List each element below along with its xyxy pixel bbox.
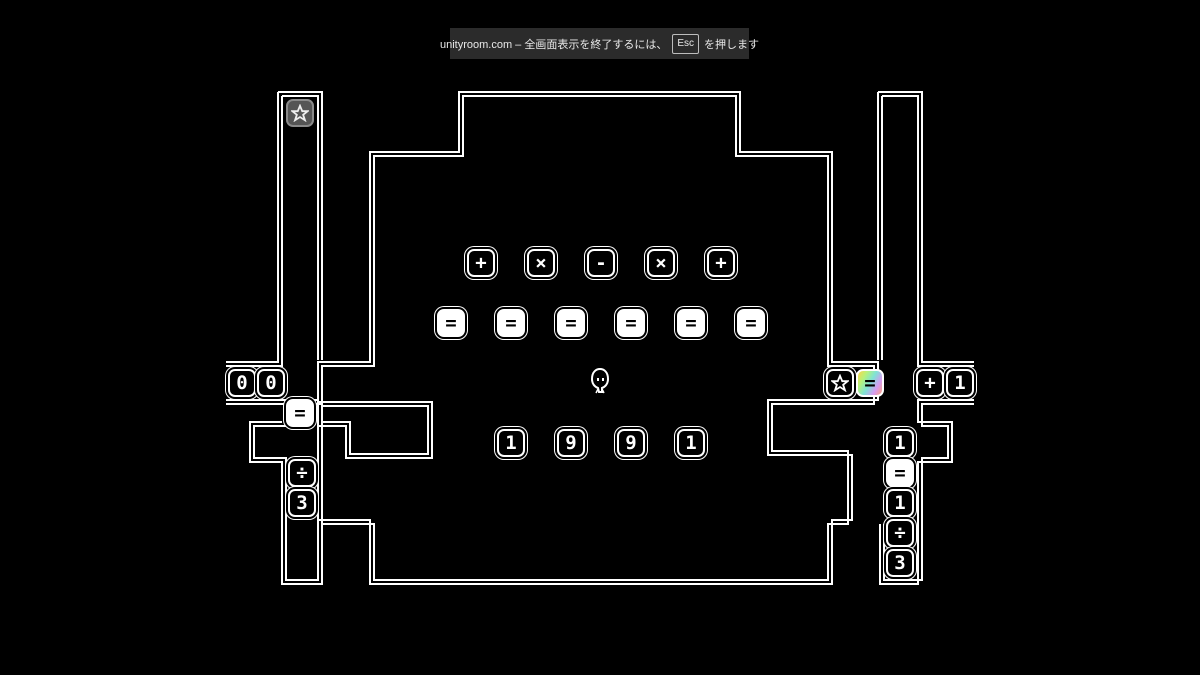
equals-tile[interactable]: = bbox=[677, 309, 705, 337]
operator-tile[interactable]: × bbox=[647, 249, 675, 277]
equals-tile[interactable]: = bbox=[737, 309, 765, 337]
esc-key-badge: Esc bbox=[672, 33, 700, 54]
right-star-tile[interactable] bbox=[826, 369, 854, 397]
left-ledge-outer bbox=[226, 399, 433, 459]
operator-tile[interactable]: - bbox=[587, 249, 615, 277]
player-character[interactable] bbox=[589, 367, 611, 395]
counter-digit-label: 0 bbox=[236, 371, 248, 394]
right-stack-tile[interactable]: 3 bbox=[886, 549, 914, 577]
plus-label: + bbox=[924, 371, 936, 394]
ghost-player-icon bbox=[590, 367, 610, 394]
stack-label: 1 bbox=[894, 431, 906, 454]
right-plus-tile[interactable]: + bbox=[916, 369, 944, 397]
equals-tile[interactable]: = bbox=[437, 309, 465, 337]
left-three-tile[interactable]: 3 bbox=[288, 489, 316, 517]
right-stack-tile[interactable]: 1 bbox=[886, 489, 914, 517]
star-icon bbox=[291, 104, 309, 122]
operator-tile[interactable]: + bbox=[707, 249, 735, 277]
right-corridor-inner bbox=[883, 403, 974, 581]
right-shaft-outer bbox=[877, 91, 974, 363]
main-chamber-outer bbox=[317, 91, 879, 585]
banner-text-before: unityroom.com – 全画面表示を終了するには、 bbox=[439, 38, 668, 51]
right-stack-tile[interactable]: = bbox=[886, 459, 914, 487]
divide-label: ÷ bbox=[296, 461, 308, 484]
operator-tile[interactable]: + bbox=[467, 249, 495, 277]
operator-label: × bbox=[535, 251, 547, 274]
left-equals-tile[interactable]: = bbox=[286, 399, 314, 427]
counter-digit-label: 0 bbox=[265, 371, 277, 394]
left-bottom-connector bbox=[317, 519, 370, 524]
equals-label: = bbox=[294, 401, 306, 424]
equals-label: = bbox=[505, 311, 517, 334]
right-corridor-outer bbox=[879, 399, 974, 585]
number-tile[interactable]: 1 bbox=[497, 429, 525, 457]
left-ledge-inner bbox=[226, 403, 429, 455]
number-label: 9 bbox=[625, 431, 637, 454]
number-label: 9 bbox=[565, 431, 577, 454]
equals-tile[interactable]: = bbox=[497, 309, 525, 337]
right-stack-tile[interactable]: 1 bbox=[886, 429, 914, 457]
number-tile[interactable]: 1 bbox=[677, 429, 705, 457]
left-corridor-outer bbox=[249, 421, 323, 585]
stack-label: ÷ bbox=[894, 521, 906, 544]
operator-label: + bbox=[715, 251, 727, 274]
operator-label: × bbox=[655, 251, 667, 274]
right-stack-tile[interactable]: ÷ bbox=[886, 519, 914, 547]
equals-label: = bbox=[565, 311, 577, 334]
operator-label: - bbox=[595, 251, 607, 274]
equals-label: = bbox=[625, 311, 637, 334]
number-label: 1 bbox=[505, 431, 517, 454]
number-tile[interactable]: 9 bbox=[617, 429, 645, 457]
equals-label: = bbox=[745, 311, 757, 334]
left-counter-digit[interactable]: 0 bbox=[257, 369, 285, 397]
left-shaft-inner bbox=[226, 95, 319, 367]
equals-label: = bbox=[864, 371, 876, 394]
stack-label: 3 bbox=[894, 551, 906, 574]
equals-label: = bbox=[445, 311, 457, 334]
equals-tile[interactable]: = bbox=[617, 309, 645, 337]
banner-text-after: を押します bbox=[704, 38, 760, 51]
number-tile[interactable]: 9 bbox=[557, 429, 585, 457]
right-shaft-inner bbox=[881, 95, 974, 367]
star-icon bbox=[831, 374, 849, 392]
main-chamber-inner bbox=[321, 95, 875, 581]
equals-tile[interactable]: = bbox=[557, 309, 585, 337]
fullscreen-exit-banner: unityroom.com – 全画面表示を終了するには、 Esc を押します bbox=[440, 28, 759, 59]
operator-tile[interactable]: × bbox=[527, 249, 555, 277]
left-counter-digit[interactable]: 0 bbox=[228, 369, 256, 397]
number-label: 1 bbox=[685, 431, 697, 454]
stack-label: 1 bbox=[894, 491, 906, 514]
left-corridor-inner bbox=[253, 425, 319, 581]
rainbow-equals-tile[interactable]: = bbox=[856, 369, 884, 397]
left-divide-tile[interactable]: ÷ bbox=[288, 459, 316, 487]
stack-label: = bbox=[894, 461, 906, 484]
number-label: 3 bbox=[296, 491, 308, 514]
number-label: 1 bbox=[954, 371, 966, 394]
right-one-tile[interactable]: 1 bbox=[946, 369, 974, 397]
operator-label: + bbox=[475, 251, 487, 274]
equals-label: = bbox=[685, 311, 697, 334]
left-star-tile[interactable] bbox=[286, 99, 314, 127]
left-shaft-outer bbox=[226, 91, 323, 363]
